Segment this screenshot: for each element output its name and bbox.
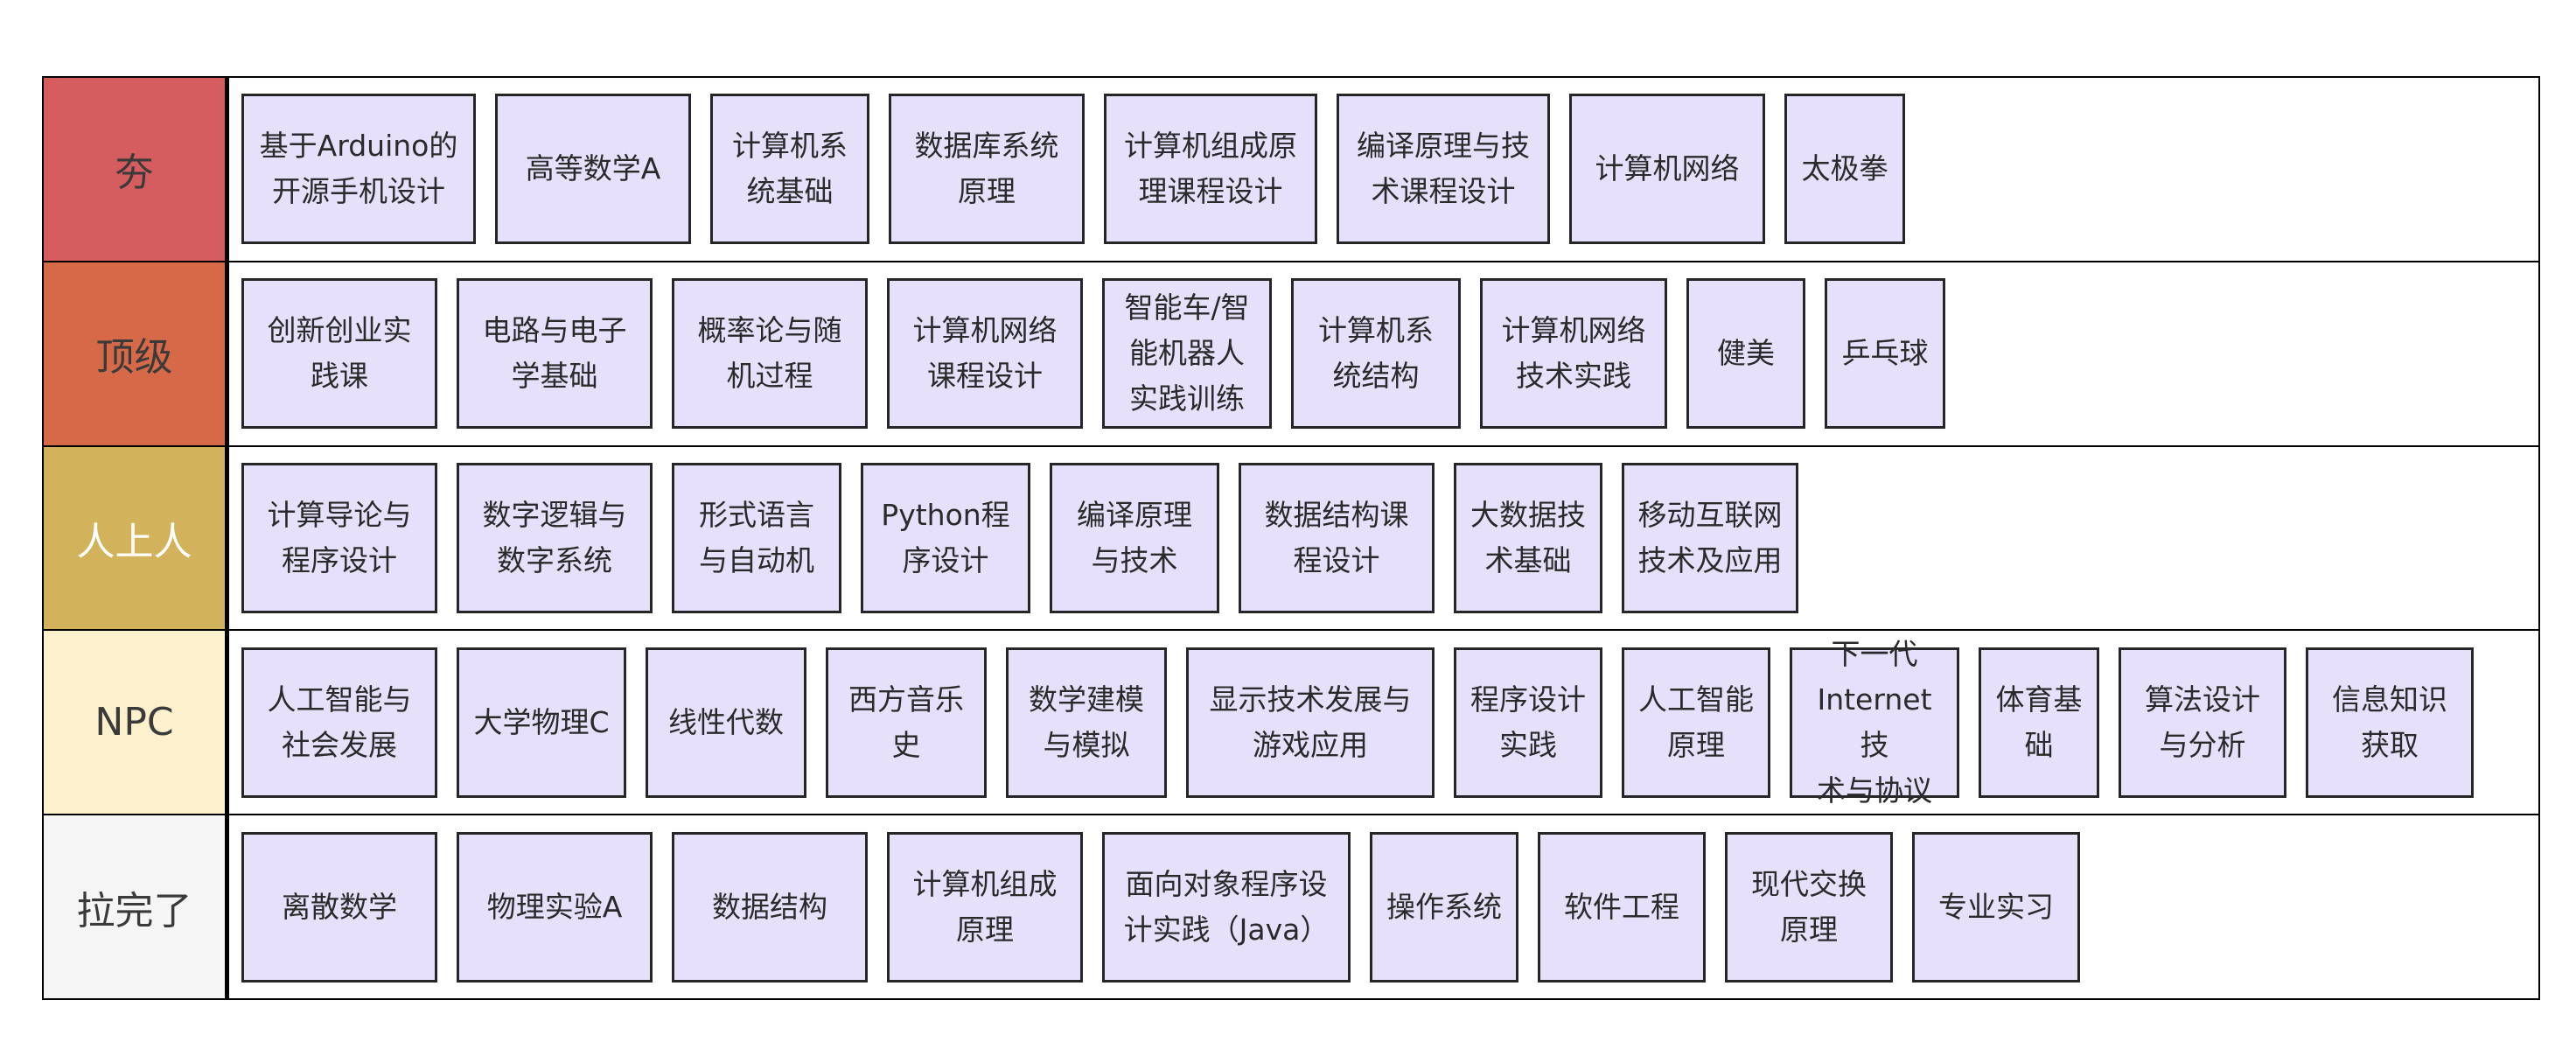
course-card[interactable]: 计算机网络 — [1569, 94, 1765, 245]
course-card[interactable]: 线性代数 — [646, 647, 806, 798]
course-card[interactable]: 下一代 Internet技 术与协议 — [1790, 637, 1959, 808]
course-card[interactable]: 乒乓球 — [1825, 278, 1945, 430]
course-card[interactable]: 数学建模 与模拟 — [1006, 647, 1167, 798]
course-card[interactable]: 人工智能 原理 — [1622, 647, 1770, 798]
tier-label: 人上人 — [44, 446, 229, 630]
course-card[interactable]: 高等数学A — [495, 94, 691, 245]
course-card[interactable]: 信息知识 获取 — [2306, 647, 2474, 798]
course-card[interactable]: 形式语言 与自动机 — [672, 462, 841, 613]
course-card[interactable]: 计算机组成原 理课程设计 — [1104, 94, 1317, 245]
course-card[interactable]: 大学物理C — [457, 647, 626, 798]
course-card[interactable]: 面向对象程序设 计实践（Java） — [1102, 831, 1351, 983]
tier-label: 顶级 — [44, 262, 229, 445]
course-card[interactable]: 算法设计 与分析 — [2119, 647, 2286, 798]
course-card[interactable]: 电路与电子 学基础 — [457, 278, 653, 430]
course-card[interactable]: 创新创业实 践课 — [241, 278, 437, 430]
tier-label: 夯 — [44, 78, 229, 261]
course-card[interactable]: 人工智能与 社会发展 — [241, 647, 437, 798]
course-card[interactable]: 计算机网络 技术实践 — [1480, 278, 1667, 430]
course-card[interactable]: 操作系统 — [1370, 831, 1518, 983]
course-card[interactable]: 太极拳 — [1784, 94, 1905, 245]
tier-row: 顶级创新创业实 践课电路与电子 学基础概率论与随 机过程计算机网络 课程设计智能… — [44, 260, 2538, 445]
course-card[interactable]: 数据库系统 原理 — [889, 94, 1085, 245]
course-card[interactable]: 计算机组成 原理 — [887, 831, 1083, 983]
course-card[interactable]: 编译原理 与技术 — [1050, 462, 1219, 613]
course-card[interactable]: 计算导论与 程序设计 — [241, 462, 437, 613]
course-card[interactable]: 基于Arduino的 开源手机设计 — [241, 94, 476, 245]
course-card[interactable]: 大数据技 术基础 — [1454, 462, 1602, 613]
course-card[interactable]: 物理实验A — [457, 831, 653, 983]
tier-items: 创新创业实 践课电路与电子 学基础概率论与随 机过程计算机网络 课程设计智能车/… — [229, 262, 2538, 445]
course-card[interactable]: 计算机系 统基础 — [710, 94, 869, 245]
course-card[interactable]: 软件工程 — [1538, 831, 1706, 983]
course-card[interactable]: 计算机网络 课程设计 — [887, 278, 1083, 430]
tier-label: NPC — [44, 631, 229, 815]
course-card[interactable]: 智能车/智 能机器人 实践训练 — [1102, 278, 1272, 430]
course-card[interactable]: 现代交换 原理 — [1725, 831, 1893, 983]
course-card[interactable]: 编译原理与技 术课程设计 — [1337, 94, 1550, 245]
course-card[interactable]: 移动互联网 技术及应用 — [1622, 462, 1798, 613]
course-card[interactable]: 程序设计 实践 — [1454, 647, 1602, 798]
course-card[interactable]: 体育基 础 — [1979, 647, 2099, 798]
course-card[interactable]: 专业实习 — [1912, 831, 2080, 983]
course-card[interactable]: 健美 — [1686, 278, 1805, 430]
course-card[interactable]: 西方音乐 史 — [826, 647, 987, 798]
course-card[interactable]: 概率论与随 机过程 — [672, 278, 868, 430]
course-card[interactable]: 离散数学 — [241, 831, 437, 983]
course-card[interactable]: Python程 序设计 — [861, 462, 1030, 613]
course-card[interactable]: 显示技术发展与 游戏应用 — [1186, 647, 1435, 798]
course-card[interactable]: 数据结构课 程设计 — [1239, 462, 1435, 613]
course-card[interactable]: 计算机系 统结构 — [1291, 278, 1461, 430]
tier-label: 拉完了 — [44, 815, 229, 998]
course-card[interactable]: 数字逻辑与 数字系统 — [457, 462, 653, 613]
course-card[interactable]: 数据结构 — [672, 831, 868, 983]
